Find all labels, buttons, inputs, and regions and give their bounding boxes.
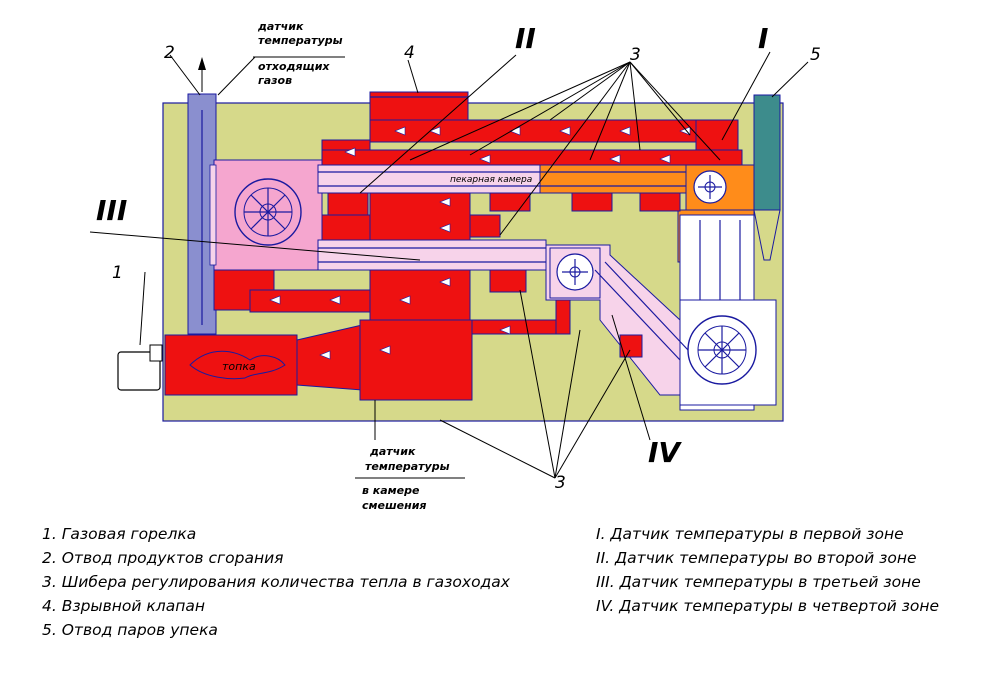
svg-text:в камере: в камере — [362, 484, 420, 497]
svg-text:датчик: датчик — [257, 20, 304, 33]
leader-lines — [89, 51, 809, 479]
zone1-orange-band — [539, 164, 691, 194]
sprocket-drum-right-lower — [687, 315, 757, 385]
mid-red-block-b — [571, 192, 613, 212]
mid-red-block-d — [321, 214, 371, 241]
mixing-chamber — [359, 319, 473, 401]
svg-text:газов: газов — [258, 74, 292, 87]
flame-icon — [189, 350, 286, 380]
incline-red-foot — [619, 334, 643, 358]
sensor-exhaust-label: датчик температуры отходящих газов — [257, 20, 343, 87]
sprocket-drum-left — [234, 178, 302, 246]
legend-right: I. Датчик температуры в первой зоне II. … — [596, 522, 939, 618]
svg-text:смешения: смешения — [362, 499, 427, 512]
label-2: 2 — [164, 43, 175, 63]
label-3-top: 3 — [630, 45, 641, 65]
svg-text:температуры: температуры — [258, 34, 343, 47]
furnace-chamber — [164, 334, 298, 396]
legend-item: I. Датчик температуры в первой зоне — [596, 525, 904, 543]
sprocket-drum-zone4 — [556, 253, 594, 291]
left-orange-edge — [209, 164, 217, 266]
legend-item: 3. Шибера регулирования количества тепла… — [42, 573, 510, 591]
legend-item: 4. Взрывной клапан — [42, 597, 205, 615]
legend-item: 1. Газовая горелка — [42, 525, 197, 543]
legend-item: III. Датчик температуры в третьей зоне — [596, 573, 921, 591]
chamber-top-label: пекарная камера — [450, 175, 532, 185]
sensor-mixing-label: датчик температуры в камере смешения — [362, 445, 450, 512]
legend-item: IV. Датчик температуры в четвертой зоне — [596, 597, 940, 615]
legend-item: 5. Отвод паров упека — [42, 621, 218, 639]
label-zone-I: I — [758, 22, 768, 55]
vapor-exhaust-funnel — [753, 209, 781, 261]
incline-red-duct — [469, 319, 571, 335]
vapor-exhaust-pipe — [753, 94, 781, 211]
svg-text:датчик: датчик — [369, 445, 416, 458]
svg-text:отходящих: отходящих — [258, 60, 330, 73]
mid-red-block-e — [469, 214, 501, 238]
mid-red-block-c — [639, 192, 681, 212]
mid-red-block-a — [489, 192, 531, 212]
sprocket-drum-right-upper — [693, 170, 727, 204]
baking-chamber-lower — [317, 239, 547, 271]
damper-arrows — [269, 126, 691, 360]
label-zone-II: II — [515, 22, 536, 55]
incline-red-duct-v — [555, 299, 571, 335]
furnace-label: топка — [222, 360, 256, 373]
label-3-bottom: 3 — [555, 473, 566, 493]
legend-item: II. Датчик температуры во второй зоне — [596, 549, 917, 567]
label-5: 5 — [810, 45, 821, 65]
label-1: 1 — [112, 263, 123, 283]
flue-arrow-up — [198, 57, 206, 70]
label-zone-IV: IV — [648, 436, 682, 469]
gas-burner-head — [149, 344, 163, 362]
legend-left: 1. Газовая горелка 2. Отвод продуктов сг… — [42, 522, 510, 642]
lower-red-duct-block — [369, 269, 471, 321]
label-4: 4 — [404, 43, 415, 63]
legend-item: 2. Отвод продуктов сгорания — [42, 549, 284, 567]
mid-red-block-left — [327, 192, 369, 216]
label-zone-III: III — [96, 194, 127, 227]
svg-text:температуры: температуры — [365, 460, 450, 473]
lower-red-duct-right — [489, 269, 527, 293]
